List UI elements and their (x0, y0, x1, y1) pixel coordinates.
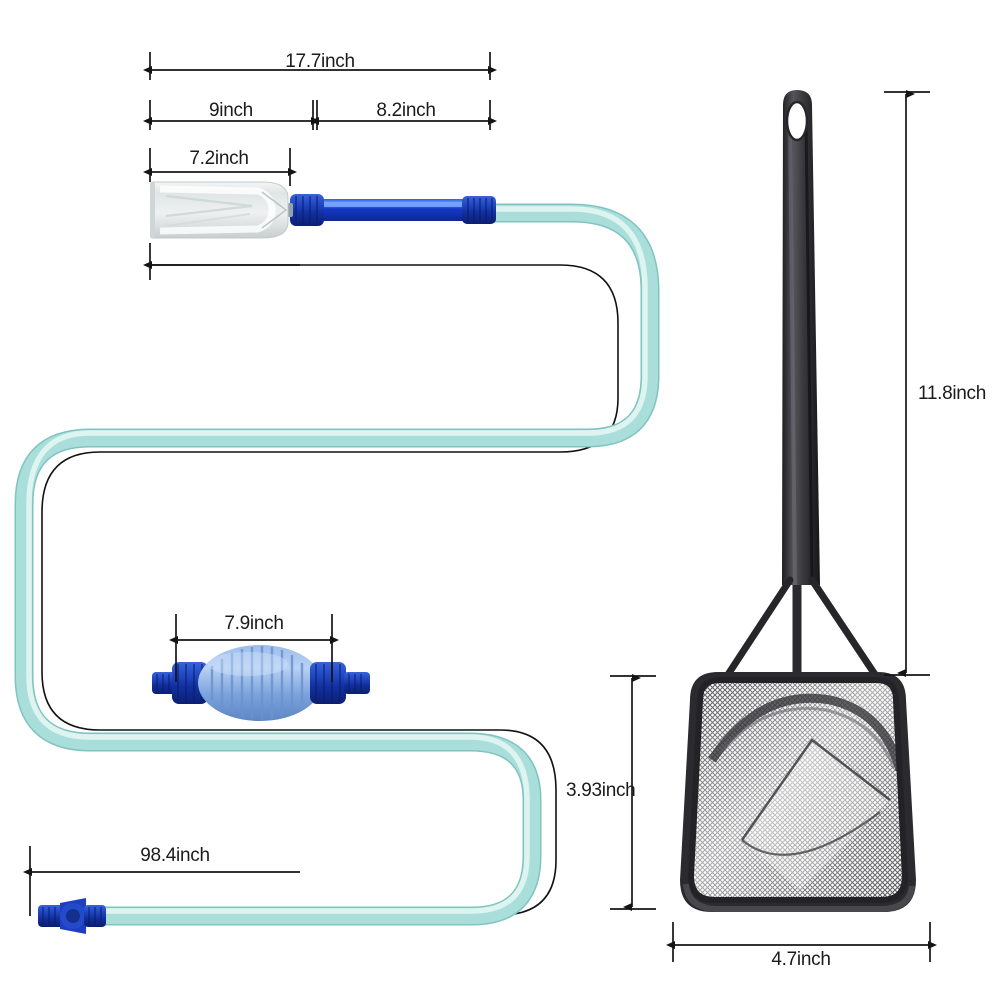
dimension-net-width (666, 922, 937, 962)
hand-pump-bulb (152, 645, 370, 721)
dimension-rigid-section (310, 100, 497, 130)
fish-net (680, 90, 916, 912)
dimension-label-gravel-tube-body: 7.2inch (189, 148, 249, 169)
dimension-hose-length (23, 243, 300, 916)
hang-hole (787, 102, 807, 140)
dimension-label-hose-length: 98.4inch (140, 845, 210, 866)
net-frame (680, 672, 916, 912)
dimension-label-net-width: 4.7inch (771, 949, 831, 970)
dimension-label-net-height: 11.8inch (918, 383, 987, 404)
dimension-label-pump-length: 7.9inch (224, 613, 284, 634)
dimension-label-net-depth: 3.93inch (566, 780, 636, 801)
gravel-vacuum-tube (150, 181, 289, 239)
flexible-hose (14, 203, 660, 926)
dimension-net-height (884, 90, 930, 677)
net-support-struts (723, 576, 880, 680)
hose-measure-trace (41, 264, 619, 916)
dimension-label-overall: 17.7inch (285, 51, 355, 72)
dimension-gravel-section (143, 100, 320, 130)
dimension-label-gravel-section: 9inch (209, 100, 253, 121)
dimension-net-depth (610, 674, 656, 911)
rigid-blue-tube (318, 199, 470, 221)
rigid-tube-end-connector (462, 196, 496, 224)
net-handle (782, 90, 820, 586)
dimension-label-rigid-section: 8.2inch (376, 100, 436, 121)
dimension-pump-length (169, 614, 339, 682)
flow-control-valve (38, 898, 106, 934)
dimension-overall (143, 52, 497, 80)
dimension-gravel-tube-body (143, 148, 297, 186)
